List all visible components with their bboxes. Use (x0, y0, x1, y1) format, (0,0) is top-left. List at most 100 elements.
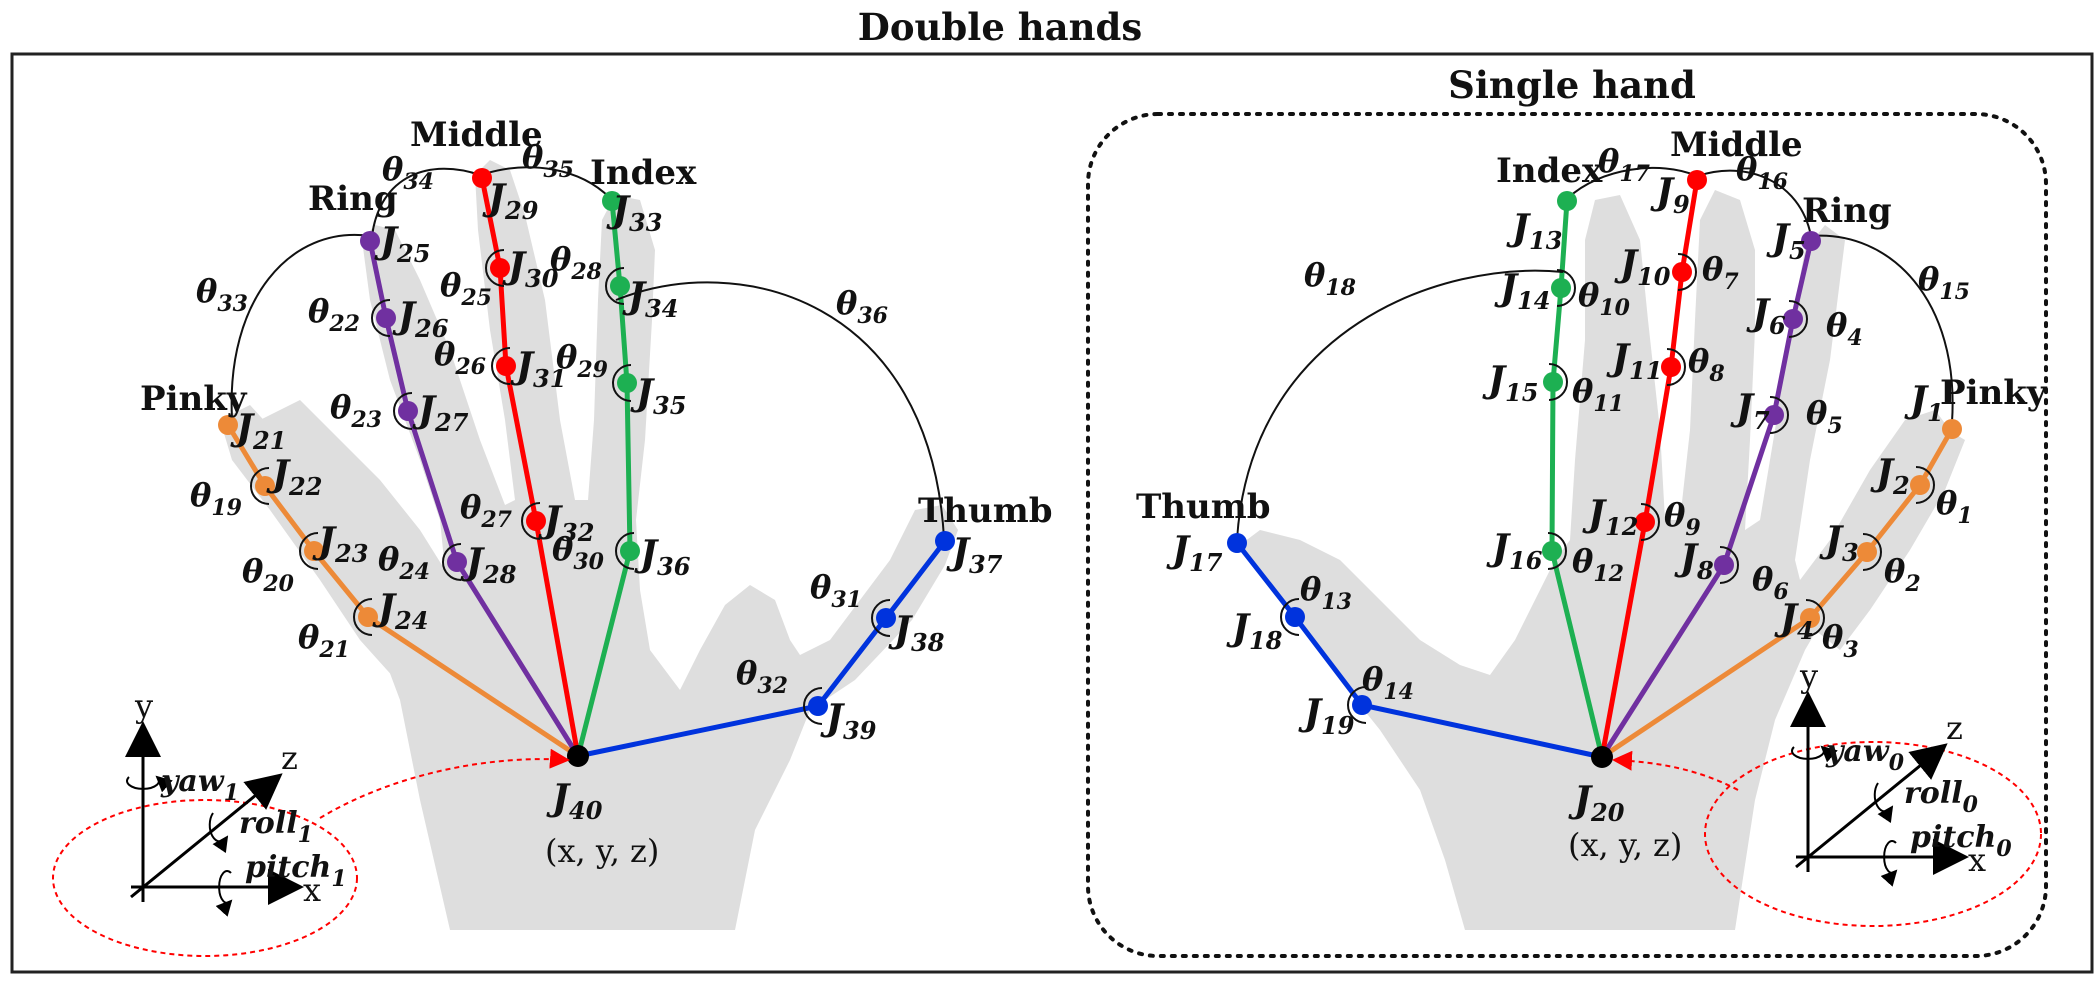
label-theta-14-sub: 14 (1383, 679, 1414, 705)
single-finger-label-ring: Ring (1802, 191, 1892, 231)
label-theta-1: θ1 (1936, 484, 1973, 529)
label-theta-31-base: θ (810, 568, 832, 606)
label-theta-20-base: θ (242, 552, 264, 590)
label-theta-20: θ20 (242, 552, 295, 597)
joint-angle-arc (485, 249, 505, 287)
label-theta-11: θ11 (1572, 372, 1624, 417)
joint-angle-arc (1788, 300, 1808, 338)
label-j12-sub: 12 (1605, 512, 1638, 541)
right-middle-bone (1679, 177, 1700, 275)
label-theta-11-sub: 11 (1593, 391, 1624, 417)
left-y-label: y (134, 687, 153, 725)
label-j32-sub: 32 (561, 518, 594, 547)
label-theta-34-base: θ (382, 150, 404, 188)
joint-j33 (602, 191, 622, 211)
right-index-bone (1549, 379, 1556, 554)
label-theta-22: θ22 (308, 292, 360, 337)
single-hand-frame (1086, 112, 2048, 958)
label-j19: J19 (1298, 692, 1355, 740)
label-theta-35: θ35 (522, 138, 574, 183)
joint-angle-arc (1666, 348, 1686, 386)
joint-j25 (360, 231, 380, 251)
joint-j17 (1227, 533, 1247, 553)
label-theta-17-sub: 17 (1619, 161, 1650, 187)
label-theta-9-base: θ (1664, 496, 1686, 534)
right-middle-bone (1599, 519, 1648, 760)
left-yaw-label-base: yaw (160, 764, 225, 799)
right-z-label: z (1946, 709, 1963, 747)
right-yaw-label-base: yaw (1825, 734, 1890, 769)
label-theta-8: θ8 (1688, 342, 1725, 387)
right-roll-rotation-icon (1873, 782, 1894, 824)
label-j19-sub: 19 (1321, 711, 1355, 740)
label-j8-sub: 8 (1696, 556, 1714, 585)
joint-j37 (935, 531, 955, 551)
right-ring-bone (1599, 562, 1727, 760)
label-theta-2: θ2 (1884, 552, 1921, 597)
joint-j32 (526, 511, 546, 531)
joint-j14 (1551, 278, 1571, 298)
label-j13-sub: 13 (1529, 226, 1562, 255)
left-frame-arrow (319, 748, 570, 819)
joint-j16 (1542, 541, 1562, 561)
label-theta-18-sub: 18 (1325, 275, 1356, 301)
joint-angle-arc (491, 347, 511, 385)
label-theta-33-sub: 33 (217, 291, 248, 317)
label-j9: J9 (1650, 171, 1690, 219)
label-theta-26-base: θ (434, 335, 456, 373)
joint-j30 (490, 258, 510, 278)
joint-j20 (1591, 746, 1613, 768)
joint-j38 (876, 608, 896, 628)
label-theta-12-base: θ (1572, 542, 1594, 580)
label-j37: J37 (946, 531, 1003, 579)
right-arc-pinky-ring (1810, 234, 1954, 423)
right-roll-label-sub: 0 (1963, 792, 1979, 818)
right-pitch-label-base: pitch (1910, 820, 1996, 855)
label-theta-10-sub: 10 (1599, 295, 1630, 321)
label-theta-13-base: θ (1300, 570, 1322, 608)
label-j17-base: J (1166, 529, 1191, 571)
label-theta-27: θ27 (460, 488, 513, 533)
label-j15: J15 (1482, 359, 1538, 407)
label-j7-sub: 7 (1753, 406, 1770, 435)
label-theta-18: θ18 (1304, 256, 1356, 301)
label-theta-24-base: θ (378, 540, 400, 578)
label-j36: J36 (634, 533, 691, 581)
joint-angle-arc (803, 687, 823, 725)
label-theta-4: θ4 (1826, 306, 1863, 351)
label-j13: J13 (1506, 207, 1562, 255)
label-j25-sub: 25 (396, 239, 430, 268)
right-pinky-bone (1599, 615, 1813, 760)
joint-j24 (358, 607, 378, 627)
label-j40: J40 (546, 777, 603, 825)
left-yaw-rotation-icon (126, 775, 173, 793)
label-theta-9-sub: 9 (1685, 515, 1700, 541)
label-theta-33: θ33 (196, 272, 248, 317)
left-arc-index-thumb (615, 281, 945, 539)
label-theta-29-sub: 29 (576, 357, 608, 383)
label-theta-6: θ6 (1752, 560, 1789, 605)
label-j18-sub: 18 (1249, 626, 1283, 655)
joint-angle-arc (1805, 599, 1825, 637)
label-j30-sub: 30 (525, 264, 559, 293)
label-j39-sub: 39 (843, 716, 877, 745)
label-theta-8-sub: 8 (1708, 361, 1724, 387)
label-theta-23-base: θ (330, 388, 352, 426)
joint-j5 (1801, 231, 1821, 251)
joint-j12 (1635, 512, 1655, 532)
label-j38: J38 (888, 609, 945, 657)
left-index-bone (617, 283, 630, 386)
joint-j8 (1714, 555, 1734, 575)
label-theta-23: θ23 (330, 388, 382, 433)
joint-angle-arc (1347, 686, 1367, 724)
right-thumb-bone (1359, 702, 1605, 760)
label-j17-sub: 17 (1189, 548, 1223, 577)
left-arc-middle-index (483, 166, 611, 199)
joint-j26 (376, 308, 396, 328)
left-middle-bone (533, 518, 581, 759)
single-finger-label-index: Index (1496, 151, 1603, 191)
joint-angle-arc (1547, 532, 1567, 570)
joint-j19 (1352, 695, 1372, 715)
label-theta-6-base: θ (1752, 560, 1774, 598)
right-root-coordinates: (x, y, z) (1568, 826, 1682, 864)
